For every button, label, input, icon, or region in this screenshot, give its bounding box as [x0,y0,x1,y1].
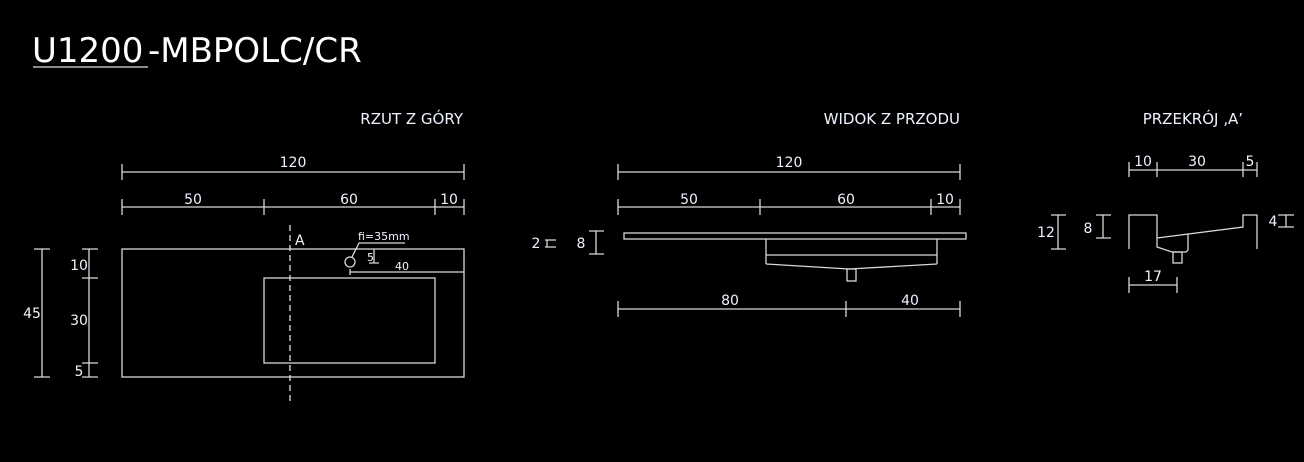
tap-hole-icon [344,256,356,268]
dim-front-label: 5 [1246,154,1255,170]
dim-top [1128,162,1258,177]
dim-slab-label: 2 [532,236,541,252]
dim-bottom-left-label: 80 [721,293,739,309]
model-suffix: -MBPOLC/CR [148,31,362,71]
dim-slab [545,239,556,248]
dim-hole-y [369,249,379,264]
dim-hole-x [349,269,464,275]
dim-row-widths [617,199,961,215]
dim-left-label: 50 [680,192,698,208]
dim-drain-offset [1128,277,1178,293]
svg-text:60: 60 [340,192,358,208]
basin-outline [263,277,436,364]
dim-total-width: 120 [121,155,465,180]
dim-basin-height-label: 8 [1084,221,1093,237]
svg-text:10: 10 [440,192,458,208]
svg-text:50: 50 [184,192,202,208]
hole-label: fi=35mm [358,230,410,243]
dim-hole-x-label: 40 [395,260,409,273]
svg-text:120: 120 [280,155,307,171]
section-marker: A [295,233,305,249]
section-view-label: PRZEKRÓJ ‚A’ [1143,109,1243,128]
section-drain [1172,251,1183,264]
dim-height [589,230,604,255]
basin-front [765,239,938,270]
slab-outline [623,232,967,240]
dim-back-label: 10 [1134,154,1152,170]
section-view: PRZEKRÓJ ‚A’ 10 30 5 12 8 4 17 [1037,109,1294,293]
front-view: WIDOK Z PRZODU 120 50 60 10 2 8 80 40 [532,110,967,317]
dim-basin-label: 60 [837,192,855,208]
top-view-label: RZUT Z GÓRY [360,109,464,128]
dim-row-widths: 50 60 10 [121,192,465,215]
dim-total-label: 120 [776,155,803,171]
front-view-label: WIDOK Z PRZODU [824,110,960,128]
dim-front-lip-label: 4 [1269,214,1278,230]
hole-leader [351,242,405,258]
svg-text:10: 10 [70,258,88,274]
dim-total-width [617,164,961,180]
dim-total-height [1051,214,1066,250]
section-profile [1128,214,1258,253]
svg-text:45: 45 [23,306,41,322]
dim-bottom [617,301,961,317]
product-title: U1200 -MBPOLC/CR [32,31,362,71]
dim-drain-offset-label: 17 [1144,269,1162,285]
dim-total-height-label: 12 [1037,225,1055,241]
dim-front-lip [1278,214,1294,228]
dim-hole-y-label: 5 [367,251,374,264]
drain [846,268,857,282]
svg-text:5: 5 [75,364,84,380]
dim-height-label: 8 [577,236,586,252]
top-view: RZUT Z GÓRY 120 50 60 10 45 10 30 5 A fi… [23,109,465,402]
svg-text:30: 30 [70,313,88,329]
dim-bottom-right-label: 40 [901,293,919,309]
dim-basin-height [1096,214,1111,239]
dim-right-label: 10 [936,192,954,208]
dim-depth: 45 10 30 5 [23,248,98,380]
countertop-outline [121,248,465,378]
dim-basin-label: 30 [1188,154,1206,170]
model-code: U1200 [32,31,143,71]
